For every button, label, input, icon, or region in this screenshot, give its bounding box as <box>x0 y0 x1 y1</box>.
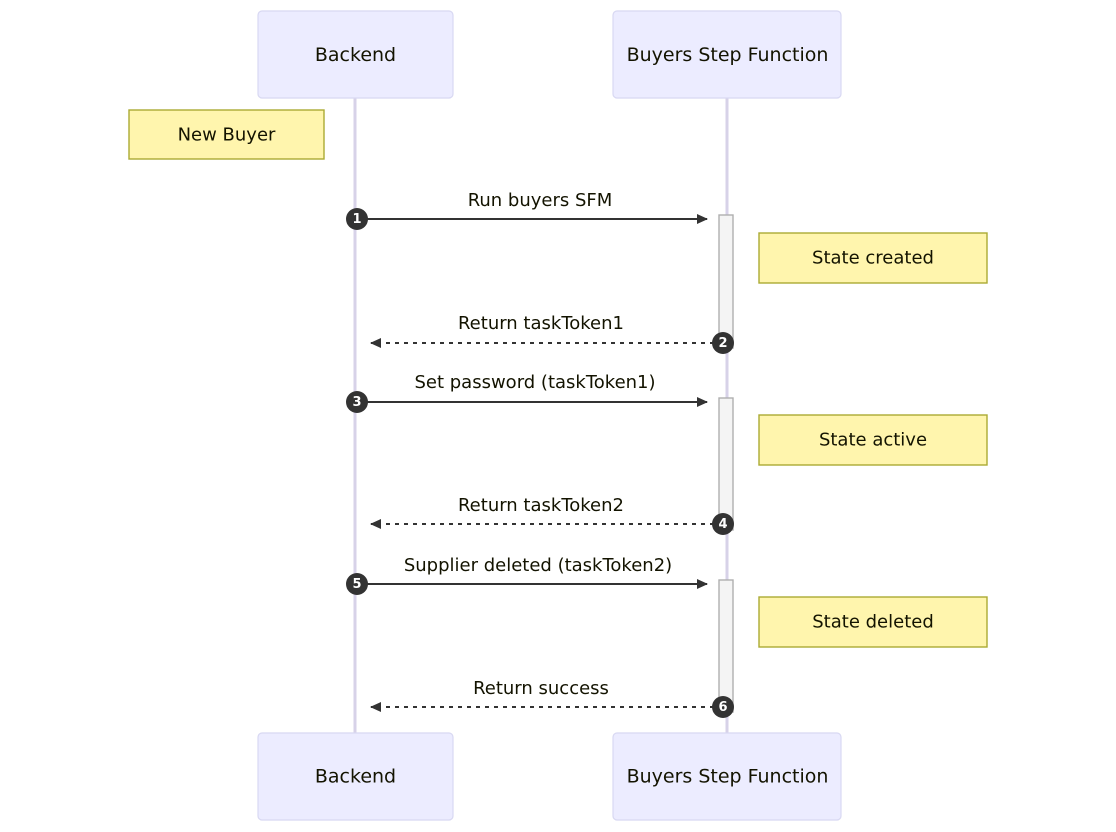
message-1-sequence-number: 1 <box>352 212 361 227</box>
message-6-sequence-badge: 6 <box>712 696 734 718</box>
message-4[interactable]: Return taskToken2 4 <box>370 495 734 535</box>
note-state-created: State created <box>758 232 988 284</box>
message-1-label: Run buyers SFM <box>468 190 613 211</box>
note-new-buyer-label: New Buyer <box>178 125 276 146</box>
participant-buyers-step-function-top[interactable]: Buyers Step Function <box>612 10 842 99</box>
message-3-sequence-badge: 3 <box>346 391 368 413</box>
message-1-sequence-badge: 1 <box>346 208 368 230</box>
note-state-deleted-label: State deleted <box>812 612 934 633</box>
message-6-sequence-number: 6 <box>718 700 727 715</box>
message-6[interactable]: Return success 6 <box>370 678 734 718</box>
message-6-label: Return success <box>473 678 609 699</box>
message-3[interactable]: Set password (taskToken1) 3 <box>346 372 708 413</box>
participant-backend-bottom[interactable]: Backend <box>257 732 454 821</box>
participant-buyers-step-function-bottom-label: Buyers Step Function <box>627 766 829 788</box>
message-3-label: Set password (taskToken1) <box>414 372 655 393</box>
note-state-active: State active <box>758 414 988 466</box>
message-2[interactable]: Return taskToken1 2 <box>370 313 734 354</box>
participant-buyers-step-function-bottom[interactable]: Buyers Step Function <box>612 732 842 821</box>
participant-backend-top-label: Backend <box>315 44 396 66</box>
participant-backend-bottom-label: Backend <box>315 766 396 788</box>
message-5-label: Supplier deleted (taskToken2) <box>404 555 672 576</box>
participant-buyers-step-function-top-label: Buyers Step Function <box>627 44 829 66</box>
message-5-sequence-badge: 5 <box>346 573 368 595</box>
message-4-label: Return taskToken2 <box>458 495 624 516</box>
activation-bar-3 <box>718 579 734 713</box>
message-2-sequence-badge: 2 <box>712 332 734 354</box>
note-state-deleted: State deleted <box>758 596 988 648</box>
note-new-buyer: New Buyer <box>128 109 325 160</box>
participant-backend-top[interactable]: Backend <box>257 10 454 99</box>
message-4-sequence-number: 4 <box>718 517 727 532</box>
message-4-sequence-badge: 4 <box>712 513 734 535</box>
message-5-sequence-number: 5 <box>352 577 361 592</box>
message-2-sequence-number: 2 <box>718 336 727 351</box>
note-state-active-label: State active <box>819 430 927 451</box>
activation-bar-2 <box>718 397 734 531</box>
message-3-sequence-number: 3 <box>352 395 361 410</box>
activation-bar-1 <box>718 214 734 349</box>
note-state-created-label: State created <box>812 248 934 269</box>
message-5[interactable]: Supplier deleted (taskToken2) 5 <box>346 555 708 595</box>
message-2-label: Return taskToken1 <box>458 313 624 334</box>
message-1[interactable]: Run buyers SFM 1 <box>346 190 708 230</box>
